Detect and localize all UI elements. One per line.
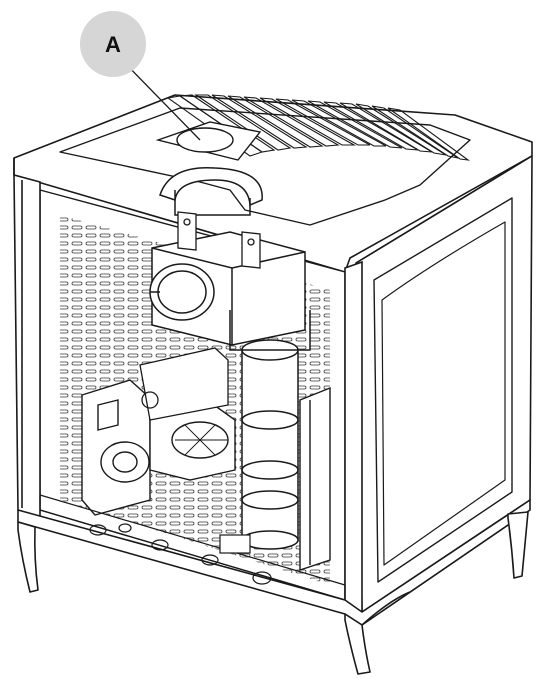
front-corner-post <box>344 260 363 614</box>
lid-cover-plate <box>155 121 262 161</box>
vertical-pipe <box>229 310 311 550</box>
side-air-duct <box>299 386 331 571</box>
callout-leader-line <box>119 57 201 141</box>
left-corner-post <box>13 173 41 520</box>
flue-outlet-pipe <box>149 263 215 321</box>
mounting-brackets <box>177 211 261 269</box>
callout-badge <box>80 11 146 77</box>
callout-a: A <box>80 11 201 141</box>
flue-opening <box>159 166 263 216</box>
right-side-panel <box>355 155 533 613</box>
callout-label-a: A <box>105 32 121 57</box>
top-grille <box>166 94 471 161</box>
stove-base <box>17 494 531 626</box>
floor-plate <box>89 523 272 585</box>
stove-legs <box>17 511 529 675</box>
control-board <box>139 347 229 421</box>
